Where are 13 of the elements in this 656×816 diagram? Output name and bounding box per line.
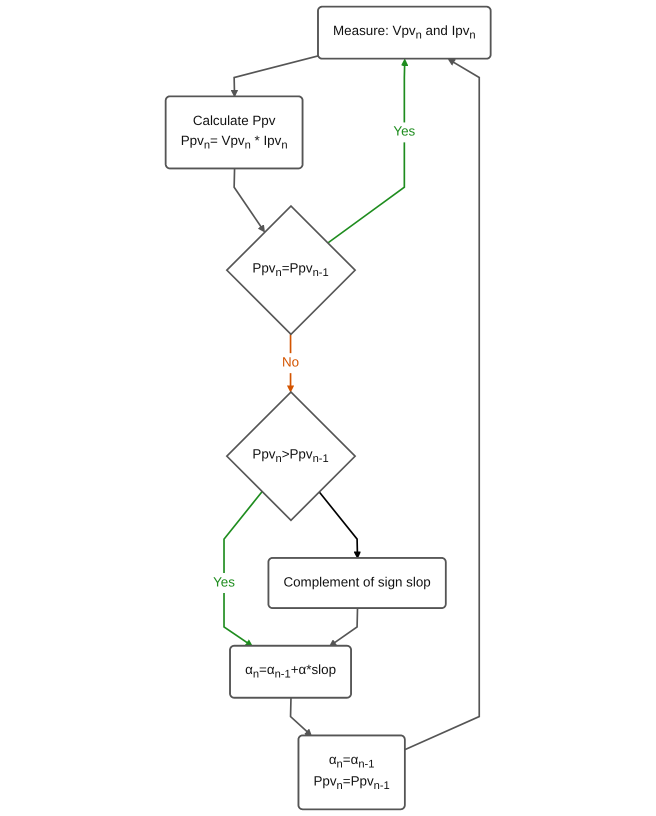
edge-label: Yes: [393, 124, 416, 140]
arrow: [318, 491, 361, 559]
node-diamond: Ppv$_{n}$=Ppv$_{n-1}$: [225, 204, 356, 336]
arrow: [404, 58, 480, 750]
arrow: [233, 168, 265, 232]
edge-label: Yes: [212, 576, 235, 590]
arrow: [230, 55, 318, 98]
arrow: [290, 698, 312, 736]
arrow: [326, 58, 408, 244]
node-diamond: Ppv$_{n}$>Ppv$_{n-1}$: [225, 390, 356, 522]
arrow: [329, 608, 358, 647]
edge-label: No: [282, 356, 299, 370]
arrow: [222, 491, 262, 647]
